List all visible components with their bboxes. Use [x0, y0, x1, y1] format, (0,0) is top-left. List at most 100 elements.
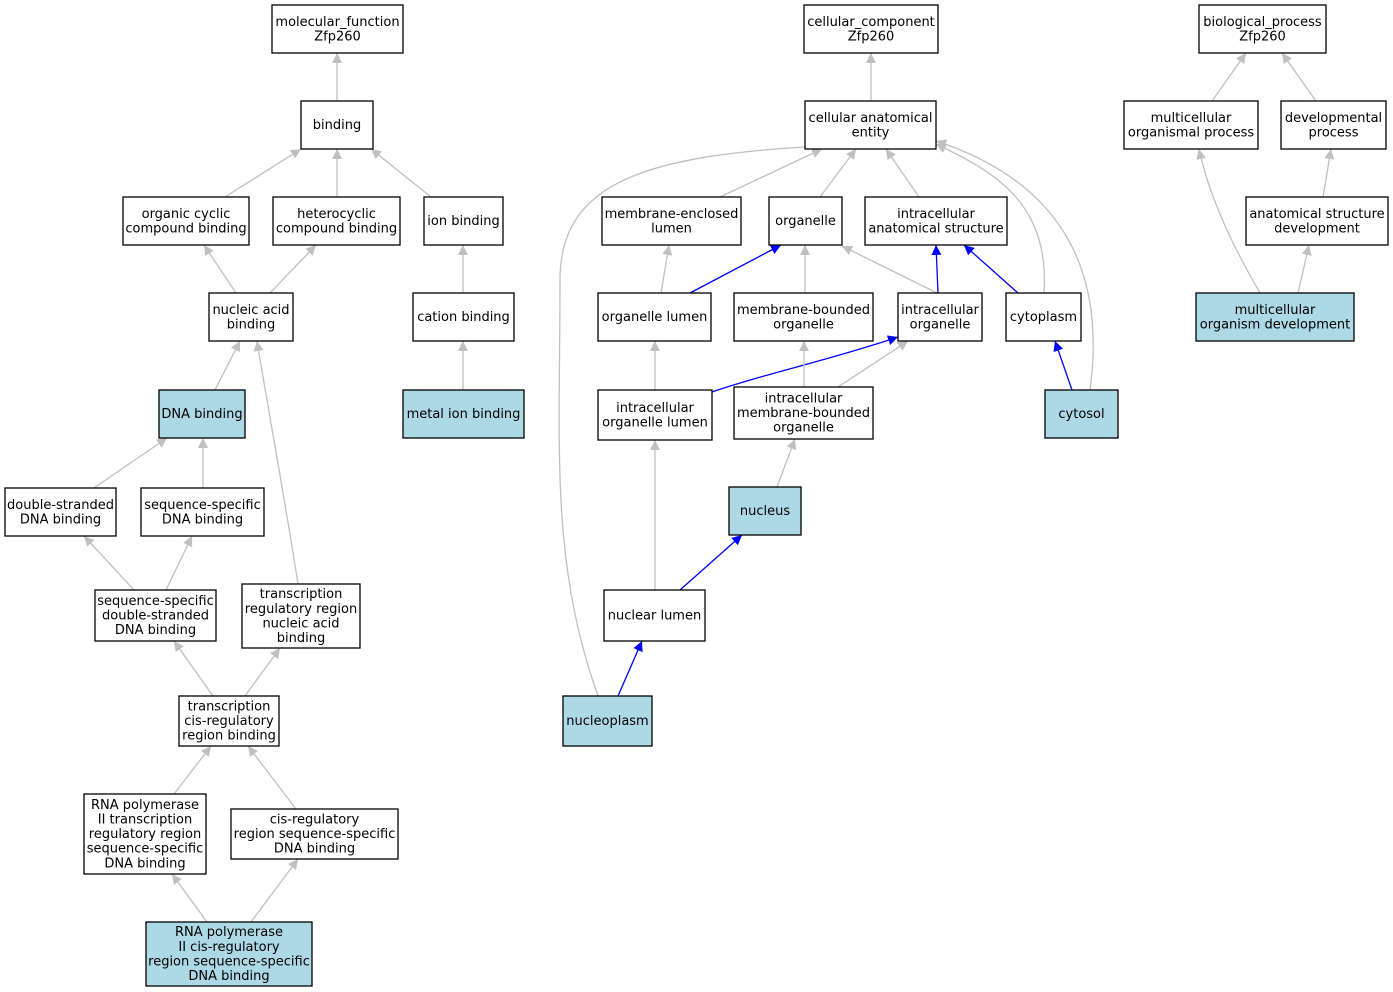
edge-ionb-to-binding — [370, 148, 432, 198]
node-dnab: DNA binding — [158, 389, 246, 439]
node-box — [1044, 389, 1119, 439]
node-box — [1195, 292, 1355, 342]
edge-nucleus-to-imbo — [776, 438, 797, 488]
node-label: Zfp260 — [1239, 29, 1286, 44]
node-label: cis-regulatory — [270, 812, 360, 827]
node-label: sequence-specific — [87, 842, 203, 857]
node-box — [402, 389, 525, 439]
node-box — [94, 589, 217, 642]
node-binding: binding — [300, 100, 374, 150]
edge-tcrb-to-ssds — [173, 640, 214, 697]
node-box — [864, 196, 1008, 246]
edge-orgl-to-org — [689, 244, 782, 294]
edge-cytosol-to-cyto — [1053, 340, 1073, 391]
node-label: ion binding — [427, 214, 499, 229]
node-box — [122, 196, 250, 246]
node-label: Zfp260 — [848, 29, 895, 44]
node-box — [83, 793, 207, 875]
node-label: cytosol — [1058, 407, 1104, 422]
edge-io-to-ias — [931, 244, 942, 294]
node-box — [1123, 100, 1259, 150]
edge-rnap2cr-to-rnap2tr — [171, 873, 208, 923]
node-box — [178, 695, 280, 747]
edge-ssds-to-ssdna — [165, 535, 193, 591]
node-box — [804, 100, 937, 150]
node-label: cellular_component — [807, 15, 935, 30]
edge-cyto-to-ias — [963, 244, 1019, 294]
node-label: nucleic acid — [212, 303, 289, 318]
node-label: double-stranded — [102, 609, 209, 624]
node-box — [1280, 100, 1387, 150]
node-label: organelle lumen — [602, 310, 708, 325]
edge-asd-to-dp — [1322, 148, 1335, 198]
node-label: sequence-specific — [97, 594, 213, 609]
node-label: process — [1309, 125, 1359, 140]
node-box — [803, 4, 939, 54]
node-box — [733, 386, 874, 440]
edge-ias-to-cae — [885, 148, 920, 198]
node-label: region sequence-specific — [148, 954, 310, 969]
node-label: II cis-regulatory — [178, 940, 280, 955]
node-label: organelle — [775, 214, 836, 229]
edge-io-to-org — [841, 245, 938, 294]
node-box — [1245, 196, 1389, 246]
node-label: DNA binding — [20, 512, 101, 527]
node-label: intracellular — [897, 207, 975, 222]
edge-rnap2tr-to-tcrb — [173, 745, 212, 795]
edge-orgl-to-mel — [660, 244, 673, 294]
node-box — [728, 486, 802, 536]
node-label: DNA binding — [274, 842, 355, 857]
node-label: DNA binding — [188, 969, 269, 984]
node-nucleus: nucleus — [728, 486, 802, 536]
node-label: multicellular — [1235, 303, 1316, 318]
node-label: binding — [313, 118, 361, 133]
edge-nab-to-hcb — [269, 244, 317, 294]
edge-crss-to-tcrb — [247, 745, 297, 810]
node-box — [145, 921, 313, 987]
node-label: anatomical structure — [868, 221, 1003, 236]
node-label: cation binding — [417, 310, 510, 325]
node-label: DNA binding — [162, 512, 243, 527]
node-label: sequence-specific — [144, 498, 260, 513]
node-label: metal ion binding — [407, 407, 521, 422]
node-label: region binding — [182, 729, 276, 744]
edges-layer — [83, 52, 1335, 923]
node-box — [230, 808, 399, 860]
edge-ocb-to-binding — [224, 148, 302, 198]
edge-nab-to-ocb — [203, 244, 237, 294]
node-label: membrane-bounded — [737, 303, 870, 318]
node-label: entity — [852, 125, 890, 140]
node-label: cytoplasm — [1010, 310, 1077, 325]
node-box — [1005, 292, 1082, 342]
node-box — [158, 389, 246, 439]
node-box — [603, 589, 706, 642]
node-label: molecular_function — [275, 15, 399, 30]
edge-rnap2cr-to-crss — [250, 858, 299, 923]
edge-imbo-to-io — [837, 340, 909, 388]
node-label: DNA binding — [115, 623, 196, 638]
node-label: compound binding — [276, 221, 397, 236]
edge-dsdna-to-dnab — [93, 437, 168, 489]
edge-mop-to-bp — [1211, 52, 1247, 102]
node-label: nucleus — [740, 504, 790, 519]
node-label: intracellular — [616, 401, 694, 416]
node-label: cis-regulatory — [184, 714, 274, 729]
node-label: lumen — [651, 221, 692, 236]
node-box — [140, 487, 265, 537]
node-label: development — [1274, 221, 1360, 236]
node-catb: cation binding — [412, 292, 515, 342]
node-cyto: cytoplasm — [1005, 292, 1082, 342]
node-label: transcription — [260, 587, 343, 602]
